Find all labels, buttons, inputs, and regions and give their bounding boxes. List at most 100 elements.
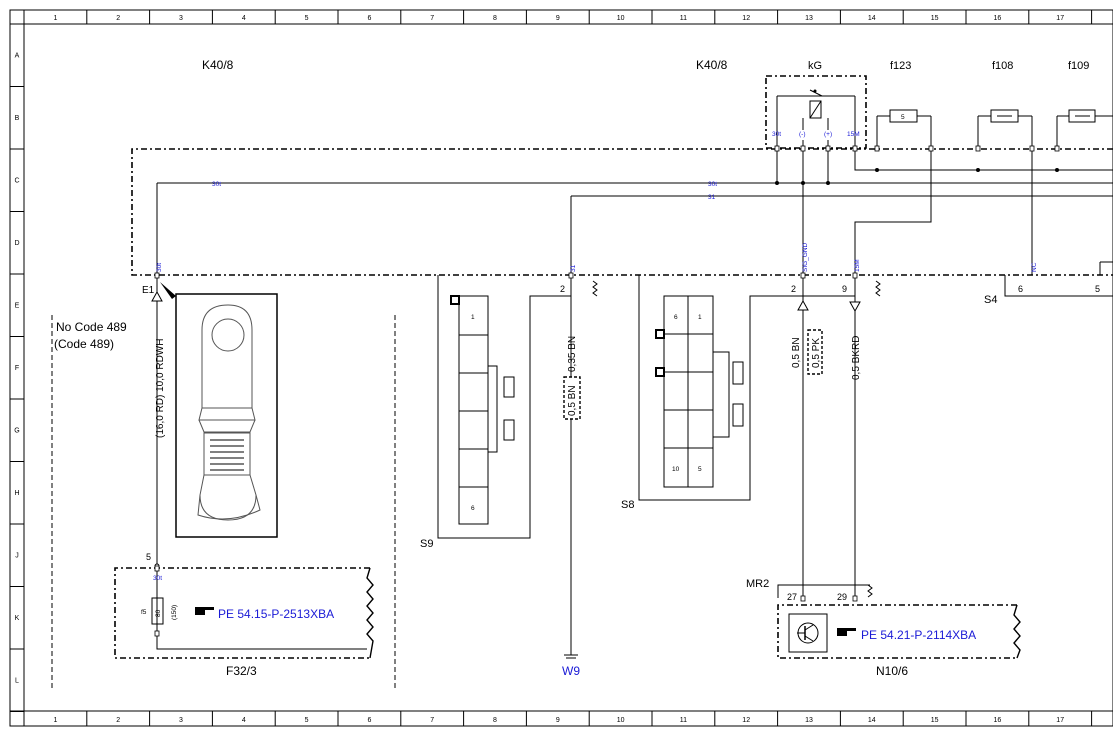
ruler-col-17: 17 <box>1056 717 1064 724</box>
sig-gnd-label: SIG_GND <box>802 242 809 272</box>
wire-05bn-s9-label: 0,5 BN <box>567 385 578 416</box>
ruler-col-5: 5 <box>305 15 309 22</box>
ruler-col-6: 6 <box>367 717 371 724</box>
k40-8-label-left: K40/8 <box>202 58 234 72</box>
f5-label: f5 <box>141 609 147 616</box>
ruler-col-3: 3 <box>179 15 183 22</box>
ruler-col-15: 15 <box>931 15 939 22</box>
ruler-col-7: 7 <box>430 15 434 22</box>
p15m-label: 15M <box>854 259 861 272</box>
f32-3-box <box>114 567 370 659</box>
s9-pin-label: 31 <box>570 264 577 272</box>
wire-035bn-label: 0,35 BN <box>567 336 578 372</box>
s8-slot-10: 10 <box>672 466 680 473</box>
pe-ref-right[interactable]: PE 54.21-P-2114XBA <box>861 628 976 642</box>
ruler-col-12: 12 <box>742 15 750 22</box>
mr2-pin-29: 29 <box>837 592 847 602</box>
nc-label: NC <box>1031 262 1038 272</box>
ruler-row-A: A <box>15 52 20 59</box>
hand-pointer-icon <box>837 628 856 636</box>
hand-pointer-icon <box>195 607 214 615</box>
ruler-col-9: 9 <box>556 15 560 22</box>
s4-pin-6: 6 <box>1018 284 1023 294</box>
s9-pin-2: 2 <box>560 284 565 294</box>
ruler-col-5: 5 <box>305 717 309 724</box>
ruler-col-11: 11 <box>680 717 687 724</box>
code-note: (Code 489) <box>54 337 114 351</box>
ruler-col-4: 4 <box>242 717 246 724</box>
ruler-row-D: D <box>14 240 19 247</box>
s8-pin-9: 9 <box>842 284 847 294</box>
mr2-pin-27: 27 <box>787 592 797 602</box>
n10-6-label: N10/6 <box>876 664 908 678</box>
pe-ref-left[interactable]: PE 54.15-P-2513XBA <box>218 607 334 621</box>
wire-05bn-label: 0,5 BN <box>791 337 802 368</box>
ruler-col-3: 3 <box>179 717 183 724</box>
ruler-row-L: L <box>15 677 19 684</box>
w9-label: W9 <box>562 664 580 678</box>
ruler: 1122334455667788991010111112121313141415… <box>10 10 1093 726</box>
ruler-col-8: 8 <box>493 15 497 22</box>
transistor-symbol <box>788 613 828 653</box>
f123-label: f123 <box>890 60 911 72</box>
frame <box>9 9 1113 727</box>
ruler-row-G: G <box>14 427 19 434</box>
ruler-col-14: 14 <box>868 15 876 22</box>
f5-rating: 80 <box>155 609 162 617</box>
f5-alt-rating: (150) <box>171 605 178 620</box>
bus-30t-label-b: 30t <box>708 181 717 188</box>
pin-15m: 15M <box>847 131 860 138</box>
ruler-col-10: 10 <box>617 717 625 724</box>
ruler-col-16: 16 <box>994 15 1002 22</box>
ruler-col-11: 11 <box>680 15 687 22</box>
ruler-col-2: 2 <box>116 15 120 22</box>
ruler-row-K: K <box>15 615 20 622</box>
relay-switch <box>809 89 823 97</box>
wire-rdwh-label: (16,0 RD) 10,0 RDWH <box>155 339 166 438</box>
s4-label: S4 <box>984 294 997 306</box>
ruler-col-12: 12 <box>742 717 750 724</box>
bus-30t-label-a: 30t <box>212 181 221 188</box>
s9-switch <box>437 275 571 539</box>
no-code-note: No Code 489 <box>56 320 127 334</box>
wire-05pk-label: 0,5 PK <box>811 338 822 368</box>
s9-slot-6: 6 <box>471 505 475 512</box>
e1-pin-label: 30t <box>156 263 163 272</box>
s8-label: S8 <box>621 499 634 511</box>
ruler-col-14: 14 <box>868 717 876 724</box>
pin-30t: 30t <box>772 131 781 138</box>
f108-label: f108 <box>992 60 1013 72</box>
f109-label: f109 <box>1068 60 1089 72</box>
plug-illustration <box>175 293 278 538</box>
ruler-row-B: B <box>15 115 20 122</box>
s8-switch <box>638 275 855 501</box>
s9-slot-1: 1 <box>471 314 475 321</box>
ruler-col-4: 4 <box>242 15 246 22</box>
ruler-col-16: 16 <box>994 717 1002 724</box>
fuse-f123 <box>876 109 932 149</box>
f123-value: 5 <box>901 114 905 121</box>
f32-pin-label: 30t <box>153 575 162 582</box>
ruler-row-J: J <box>15 552 19 559</box>
ruler-col-1: 1 <box>53 717 57 724</box>
ruler-col-13: 13 <box>805 15 813 22</box>
n10-6-box <box>777 604 1017 659</box>
s8-slot-1: 1 <box>698 314 702 321</box>
ruler-row-E: E <box>15 302 20 309</box>
bus-31-label: 31 <box>708 194 716 201</box>
ruler-row-F: F <box>15 365 19 372</box>
s8-slot-6: 6 <box>674 314 678 321</box>
ruler-col-15: 15 <box>931 717 939 724</box>
ruler-col-17: 17 <box>1056 15 1064 22</box>
kg-label: kG <box>808 60 822 72</box>
s8-pin-2: 2 <box>791 284 796 294</box>
s9-label: S9 <box>420 538 433 550</box>
e1-pin-5: 5 <box>146 552 151 562</box>
k40-8-label-right: K40/8 <box>696 58 728 72</box>
f32-3-label: F32/3 <box>226 664 257 678</box>
fuse-f108 <box>977 109 1033 149</box>
ruler-col-7: 7 <box>430 717 434 724</box>
ruler-col-8: 8 <box>493 717 497 724</box>
kg-relay-box <box>765 75 867 149</box>
